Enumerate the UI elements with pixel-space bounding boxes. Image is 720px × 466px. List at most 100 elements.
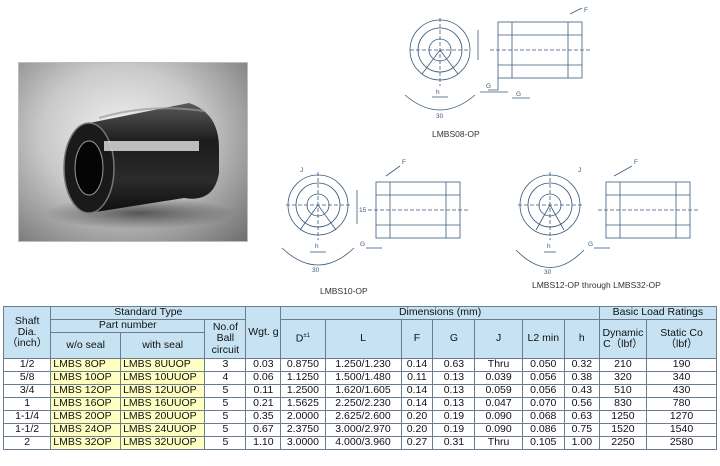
cell-shaft-dia: 1 [2, 397, 52, 411]
cell-static: 430 [646, 384, 717, 398]
cell-dynamic: 1250 [598, 410, 648, 424]
cell-g: 0.13 [432, 371, 476, 385]
cell-part-with-seal: LMBS 12UUOP [120, 384, 206, 398]
cell-wgt: 0.06 [245, 371, 282, 385]
cell-ball-circuit: 5 [204, 384, 247, 398]
dim-h-top: h [436, 89, 440, 96]
header-j: J [474, 319, 523, 359]
cell-h: 0.32 [563, 358, 600, 372]
header-h: h [563, 319, 600, 359]
cell-f: 0.20 [400, 423, 434, 437]
header-dimensions: Dimensions (mm) [280, 306, 600, 320]
cell-part-with-seal: LMBS 10UUOP [120, 371, 206, 385]
cell-h: 0.63 [563, 410, 600, 424]
cell-dynamic: 830 [598, 397, 648, 411]
dim-h-left: h [315, 243, 319, 250]
caption-lmbs10-op: LMBS10-OP [320, 286, 368, 296]
cell-f: 0.14 [400, 397, 434, 411]
cell-g: 0.19 [432, 423, 476, 437]
dim-g-top: G [486, 83, 491, 90]
cell-d: 1.2500 [280, 384, 326, 398]
cell-f: 0.20 [400, 410, 434, 424]
cell-j: 0.090 [474, 423, 523, 437]
dim-f-right: F [634, 159, 638, 166]
dim-30-top: 30 [436, 113, 444, 120]
cell-j: Thru [474, 436, 523, 450]
dim-j-right: J [578, 167, 581, 174]
dim-j-left: J [300, 167, 303, 174]
header-dynamic: Dynamic C（lbf） [598, 319, 648, 359]
header-d: D±1 [280, 319, 326, 359]
cell-part-with-seal: LMBS 16UUOP [120, 397, 206, 411]
cell-g: 0.63 [432, 358, 476, 372]
cell-g: 0.13 [432, 384, 476, 398]
cell-shaft-dia: 5/8 [2, 371, 52, 385]
cell-wgt: 0.03 [245, 358, 282, 372]
cell-h: 0.43 [563, 384, 600, 398]
cell-part-with-seal: LMBS 24UUOP [120, 423, 206, 437]
product-photo [18, 62, 248, 242]
header-d-tolerance: ±1 [303, 333, 311, 340]
cell-shaft-dia: 1/2 [2, 358, 52, 372]
cell-l: 1.500/1.480 [324, 371, 402, 385]
dim-30-right: 30 [544, 269, 552, 276]
cell-h: 0.75 [563, 423, 600, 437]
cell-ball-circuit: 3 [204, 358, 247, 372]
caption-lmbs08-op: LMBS08-OP [432, 129, 480, 139]
cell-dynamic: 210 [598, 358, 648, 372]
dim-f-left: F [402, 159, 406, 166]
cell-dynamic: 320 [598, 371, 648, 385]
cell-l2: 0.056 [521, 371, 565, 385]
cell-static: 1540 [646, 423, 717, 437]
dim-g-right: G [588, 241, 593, 248]
cell-ball-circuit: 5 [204, 436, 247, 450]
linear-bearing-illustration [44, 103, 234, 229]
cell-part-wo-seal: LMBS 16OP [50, 397, 122, 411]
cell-f: 0.14 [400, 384, 434, 398]
header-shaft-dia: Shaft Dia. （inch） [2, 306, 52, 359]
cell-part-with-seal: LMBS 20UUOP [120, 410, 206, 424]
specification-table: Shaft Dia. （inch） Standard Type Wgt. g D… [2, 306, 718, 450]
header-l2-min: L2 min [521, 319, 565, 359]
dim-g-side-top: G [516, 91, 521, 98]
cell-wgt: 0.11 [245, 384, 282, 398]
cell-part-wo-seal: LMBS 8OP [50, 358, 122, 372]
cell-shaft-dia: 1-1/2 [2, 423, 52, 437]
cell-l2: 0.056 [521, 384, 565, 398]
dim-15-left: 15 [359, 207, 367, 214]
cell-shaft-dia: 2 [2, 436, 52, 450]
cell-l: 2.625/2.600 [324, 410, 402, 424]
dim-g-left: G [360, 241, 365, 248]
cell-static: 2580 [646, 436, 717, 450]
cell-g: 0.19 [432, 410, 476, 424]
cell-j: 0.047 [474, 397, 523, 411]
cell-l: 4.000/3.960 [324, 436, 402, 450]
header-static: Static Co（lbf） [646, 319, 717, 359]
cell-dynamic: 1520 [598, 423, 648, 437]
cell-ball-circuit: 5 [204, 397, 247, 411]
cell-l2: 0.070 [521, 397, 565, 411]
cell-wgt: 0.67 [245, 423, 282, 437]
cell-ball-circuit: 5 [204, 423, 247, 437]
cell-h: 0.38 [563, 371, 600, 385]
cell-part-wo-seal: LMBS 32OP [50, 436, 122, 450]
cell-g: 0.31 [432, 436, 476, 450]
cell-d: 2.0000 [280, 410, 326, 424]
cell-static: 340 [646, 371, 717, 385]
cell-j: Thru [474, 358, 523, 372]
header-basic-load-ratings: Basic Load Ratings [598, 306, 718, 320]
dimension-drawings: h 30 G F G h 30 15 J F G h 30 J F G LMBS… [281, 7, 698, 296]
cell-j: 0.090 [474, 410, 523, 424]
cell-d: 1.5625 [280, 397, 326, 411]
header-ball-circuit: No.of Ball circuit [204, 319, 247, 359]
cell-part-with-seal: LMBS 32UUOP [120, 436, 206, 450]
cell-dynamic: 2250 [598, 436, 648, 450]
header-g: G [432, 319, 476, 359]
dim-h-right: h [547, 243, 551, 250]
